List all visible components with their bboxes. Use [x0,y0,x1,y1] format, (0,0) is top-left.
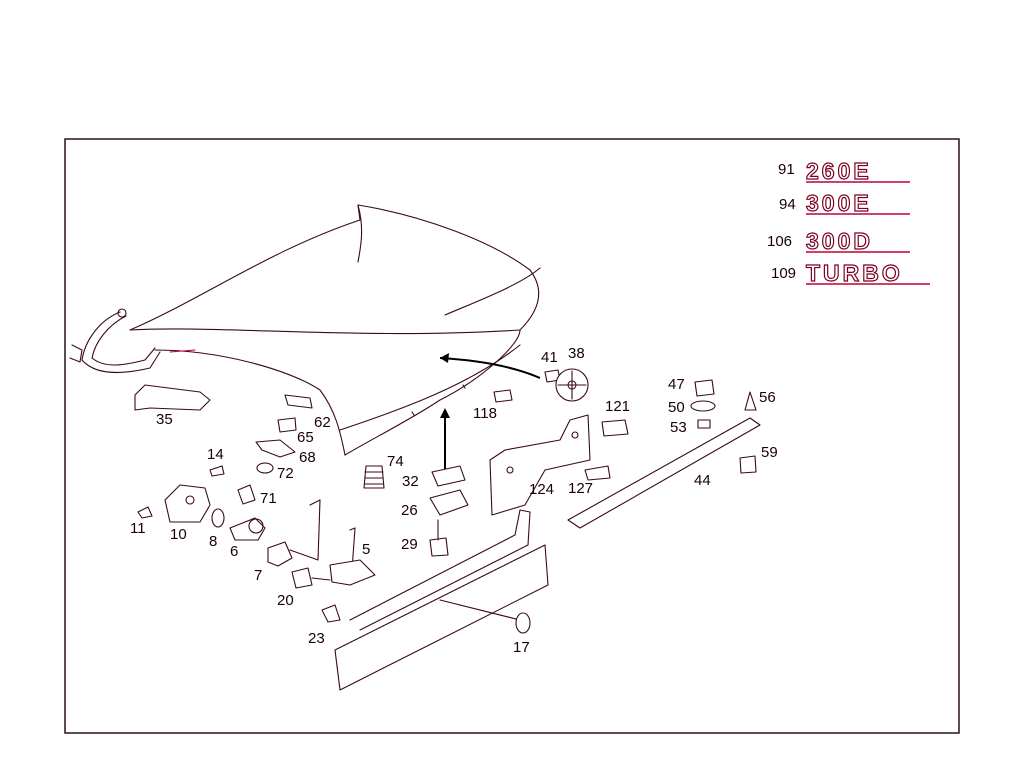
part-44-trim-strip [567,417,761,529]
trunk-lid [129,204,541,456]
callout-65: 65 [297,429,314,446]
callout-26: 26 [401,502,418,519]
part-118-screw [493,389,513,403]
callout-72: 72 [277,465,294,482]
callout-35: 35 [156,411,173,428]
part-68-clip [255,439,296,458]
callout-59: 59 [761,444,778,461]
callout-labels: 35 62 65 68 14 72 71 11 10 8 6 7 5 20 23… [130,345,778,656]
callout-41: 41 [541,349,558,366]
callout-124: 124 [529,481,554,498]
part-47-nut [694,379,715,397]
callout-56: 56 [759,389,776,406]
pointer-arrow [439,357,541,379]
callout-6: 6 [230,543,238,560]
badge-300d: 300D [806,228,873,254]
callout-14: 14 [207,446,224,463]
part-23-clip [321,604,341,623]
part-latch [329,559,376,586]
part-7-gear [267,541,293,567]
part-56-clip [744,391,757,411]
callout-74: 74 [387,453,404,470]
part-127-screw [584,465,611,481]
part-74-buffer [363,465,385,489]
part-124-plate [489,414,591,516]
arrow-head [440,353,449,363]
part-20-cylinder [291,567,313,589]
callout-53: 53 [670,419,687,436]
callout-23: 23 [308,630,325,647]
badge-number-91: 91 [778,161,795,178]
callout-7: 7 [254,567,262,584]
part-62-bracket [284,394,313,409]
part-59-bolt [739,455,757,474]
badge-group: 91 260E 94 300E 106 300D 109 TURBO [767,157,930,287]
part-121-screw [601,419,629,437]
callout-121: 121 [605,398,630,415]
callout-68: 68 [299,449,316,466]
part-8-washer [211,508,225,528]
callout-8: 8 [209,533,217,550]
part-14-clip [209,465,225,477]
part-50-washer [690,400,716,412]
callout-127: 127 [568,480,593,497]
part-26-bracket [429,489,469,516]
part-6-cylinder [229,517,266,541]
callout-20: 20 [277,592,294,609]
part-35-grip [134,384,211,411]
part-11-clip [137,506,153,519]
callout-118: 118 [473,405,497,422]
hinge-arm [69,308,161,374]
inner-panel [334,544,549,691]
badge-number-106: 106 [767,233,792,250]
part-53-spacer [697,419,711,429]
badge-300e: 300E [806,190,872,216]
callout-62: 62 [314,414,331,431]
callout-44: 44 [694,472,711,489]
diagram-frame [64,138,960,734]
part-29-bolt [429,537,449,557]
part-32-striker [431,465,466,487]
callout-47: 47 [668,376,685,393]
part-71-bolt [237,484,256,505]
inner-panel-edge [349,509,531,631]
part-17-grommet [515,612,531,634]
callout-32: 32 [402,473,419,490]
part-72-washer [256,462,274,474]
callout-5: 5 [362,541,370,558]
arrow-head [440,408,450,418]
callout-10: 10 [170,526,187,543]
callout-11: 11 [130,520,146,537]
badge-number-109: 109 [771,265,796,282]
badge-260e: 260E [806,158,872,184]
part-rod [289,499,321,561]
badge-turbo: TURBO [806,260,903,286]
callout-71: 71 [260,490,277,507]
part-65-screw [277,417,297,433]
badge-number-94: 94 [779,196,796,213]
callout-38: 38 [568,345,585,362]
callout-29: 29 [401,536,418,553]
callout-50: 50 [668,399,685,416]
callout-17: 17 [513,639,530,656]
part-5-rod [349,527,356,571]
